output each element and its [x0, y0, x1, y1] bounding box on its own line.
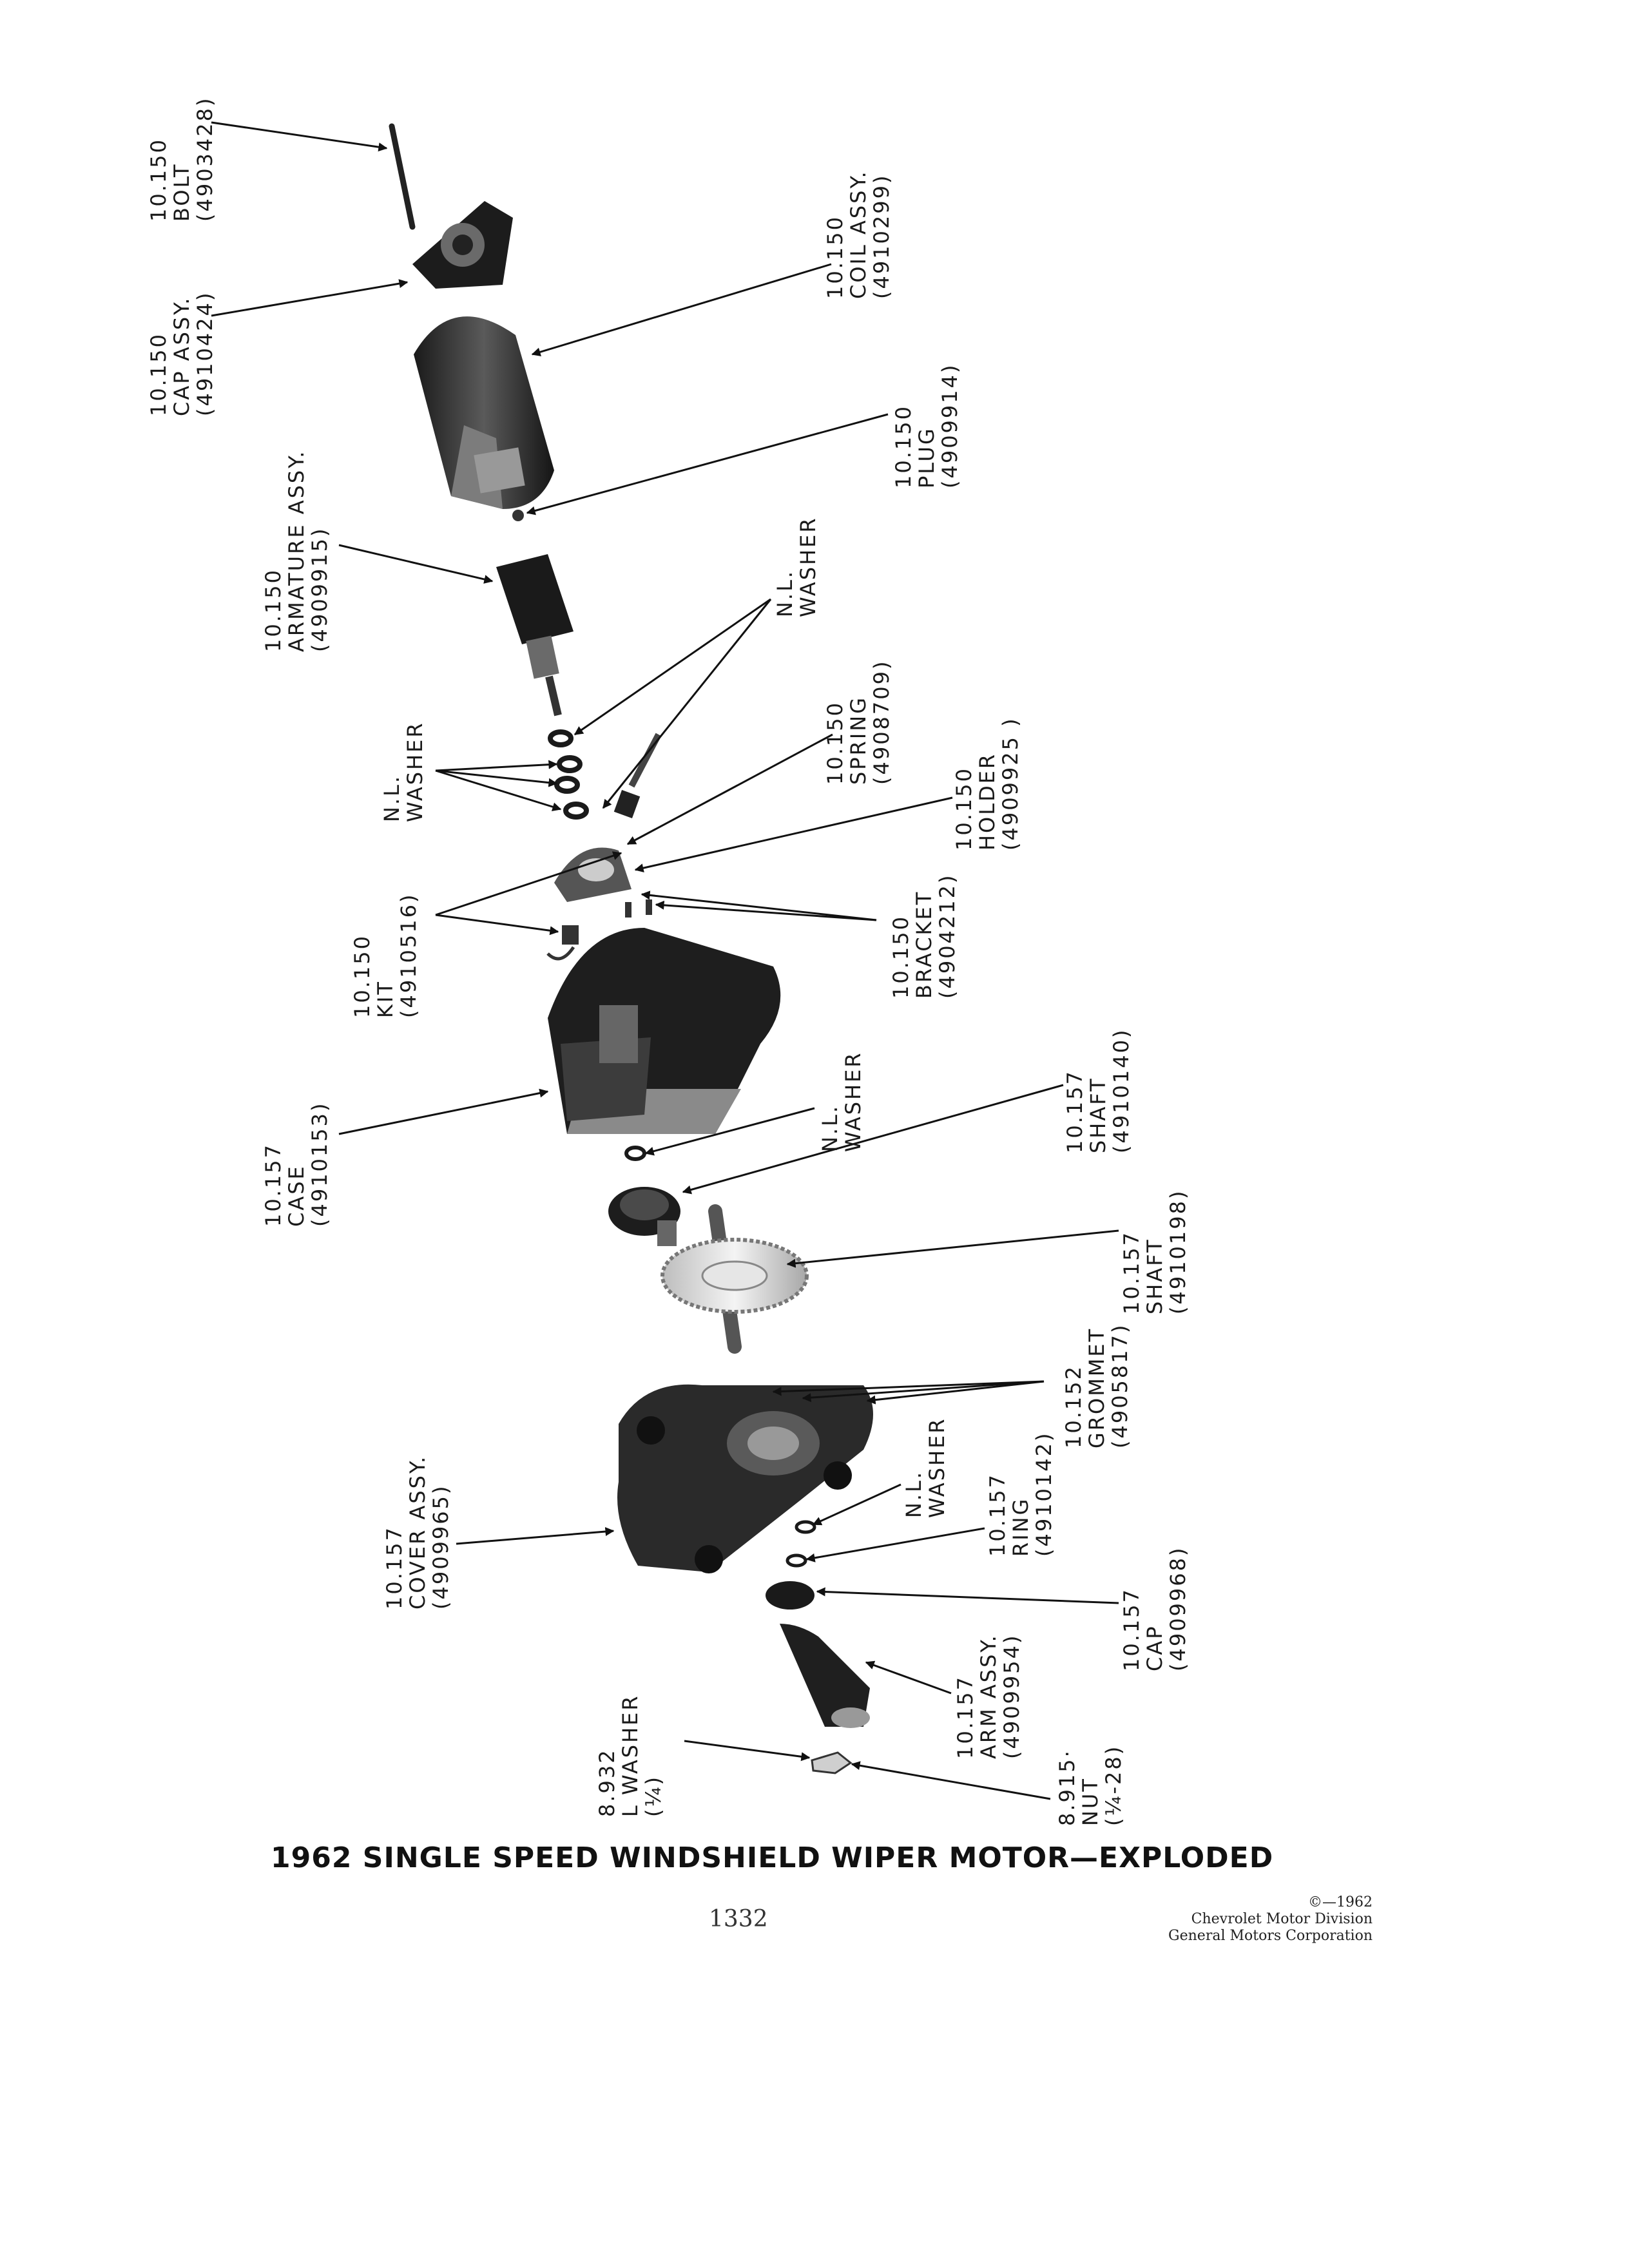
label-nl-washer-upper: N.L.WASHER — [773, 516, 820, 617]
cap-assy-part — [412, 201, 513, 289]
case-part — [548, 928, 781, 1134]
plug-part — [512, 510, 524, 521]
ring-washer-parts — [786, 1520, 816, 1568]
bolt-part — [389, 123, 416, 230]
leader-lines — [211, 121, 1119, 1800]
copyright-year: ©—1962 — [1308, 1894, 1373, 1910]
nut-washer-part — [811, 1751, 853, 1774]
kit-part — [546, 925, 579, 961]
label-nl-washer-case: N.L.WASHER — [818, 1051, 865, 1152]
label-nut: 8.915·NUT(¼-28) — [1055, 1744, 1126, 1826]
diagram-title: 1962 SINGLE SPEED WINDSHIELD WIPER MOTOR… — [271, 1841, 1274, 1874]
label-nl-washer-cover: N.L.WASHER — [901, 1417, 949, 1518]
copyright-notice: ©—1962 Chevrolet Motor Division General … — [1115, 1894, 1373, 1945]
copyright-corporation: General Motors Corporation — [1168, 1928, 1373, 1944]
cap-part — [766, 1581, 815, 1610]
arm-assy-part — [780, 1624, 870, 1728]
armature-part — [496, 554, 574, 716]
cover-assy-part — [617, 1384, 873, 1573]
gear-shaft-part — [608, 1187, 680, 1246]
coil-assy-part — [414, 316, 554, 509]
washer-part — [624, 1146, 646, 1161]
copyright-division: Chevrolet Motor Division — [1191, 1911, 1373, 1927]
large-gear-part — [660, 1204, 809, 1354]
label-nl-washer-left: N.L.WASHER — [380, 721, 427, 822]
page-number: 1332 — [709, 1906, 768, 1932]
washer-stack — [548, 729, 589, 820]
